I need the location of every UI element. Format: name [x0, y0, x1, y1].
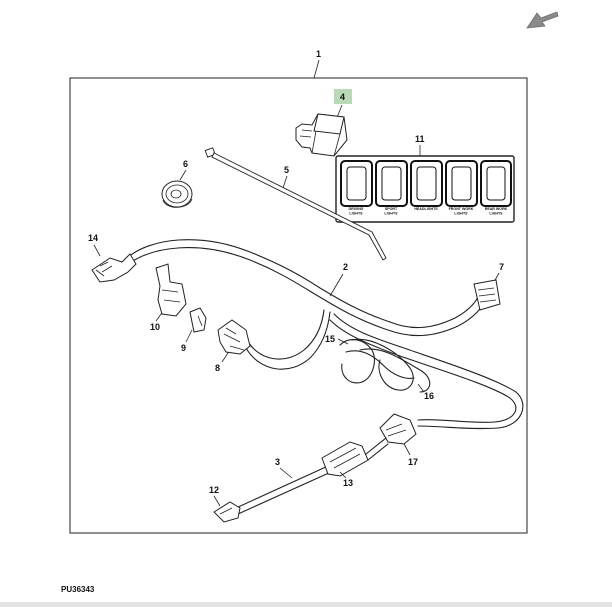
switch-label-3a: HEADLIGHTS	[414, 207, 438, 211]
switch-panel-part: DRIVING LIGHTS SPORT LIGHTS HEADLIGHTS F…	[335, 155, 515, 223]
callout-15[interactable]: 15	[325, 334, 335, 344]
callout-2[interactable]: 2	[343, 262, 348, 272]
callout-7[interactable]: 7	[499, 262, 504, 272]
callout-1[interactable]: 1	[316, 49, 321, 59]
main-harness-part[interactable]	[126, 239, 524, 430]
callout-8[interactable]: 8	[215, 363, 220, 373]
cable-tie-part[interactable]	[204, 147, 387, 261]
callout-9[interactable]: 9	[181, 343, 186, 353]
switch-label-2b: LIGHTS	[384, 212, 398, 216]
connector-7-part[interactable]	[473, 279, 501, 311]
diagram-frame	[69, 77, 528, 534]
extension-harness-part[interactable]	[235, 437, 389, 515]
switch-driving-lights[interactable]: DRIVING LIGHTS	[340, 160, 373, 216]
bottom-scrollbar[interactable]	[0, 602, 612, 607]
switch-label-5a: REAR WORK	[485, 207, 508, 211]
switch-headlights[interactable]: HEADLIGHTS	[410, 160, 443, 211]
connector-8-part[interactable]	[217, 319, 251, 355]
switch-label-4b: LIGHTS	[454, 212, 468, 216]
connector-12-part[interactable]	[213, 501, 241, 523]
callout-13[interactable]: 13	[343, 478, 353, 488]
switch-front-work-lights[interactable]: FRONT WORK LIGHTS	[445, 160, 478, 216]
switch-rear-work-lights[interactable]: REAR WORK LIGHTS	[480, 160, 512, 216]
callout-12[interactable]: 12	[209, 485, 219, 495]
callout-4-highlight	[334, 89, 352, 104]
callout-4[interactable]: 4	[340, 92, 345, 102]
grommet-part[interactable]	[161, 180, 193, 208]
callout-10[interactable]: 10	[150, 322, 160, 332]
switch-label-5b: LIGHTS	[489, 212, 503, 216]
callout-3[interactable]: 3	[275, 457, 280, 467]
switch-label-1b: LIGHTS	[349, 212, 363, 216]
callout-17[interactable]: 17	[408, 457, 418, 467]
switch-label-1a: DRIVING	[349, 207, 364, 211]
figure-id: PU36343	[61, 585, 95, 594]
rocker-switch-part[interactable]: 4	[295, 89, 352, 157]
clip-part[interactable]	[189, 307, 207, 333]
callout-5[interactable]: 5	[284, 165, 289, 175]
callout-16[interactable]: 16	[424, 391, 434, 401]
arrow-down-left-icon[interactable]	[526, 11, 559, 29]
connector-14-part[interactable]	[91, 253, 137, 283]
connector-17-part[interactable]	[379, 413, 417, 445]
switch-label-2a: SPORT	[385, 207, 398, 211]
callout-11[interactable]: 11	[415, 134, 425, 144]
callout-6[interactable]: 6	[183, 159, 188, 169]
bracket-part[interactable]	[155, 263, 187, 317]
switch-sport-lights[interactable]: SPORT LIGHTS	[375, 160, 408, 216]
callout-14[interactable]: 14	[88, 233, 98, 243]
switch-label-4a: FRONT WORK	[449, 207, 474, 211]
